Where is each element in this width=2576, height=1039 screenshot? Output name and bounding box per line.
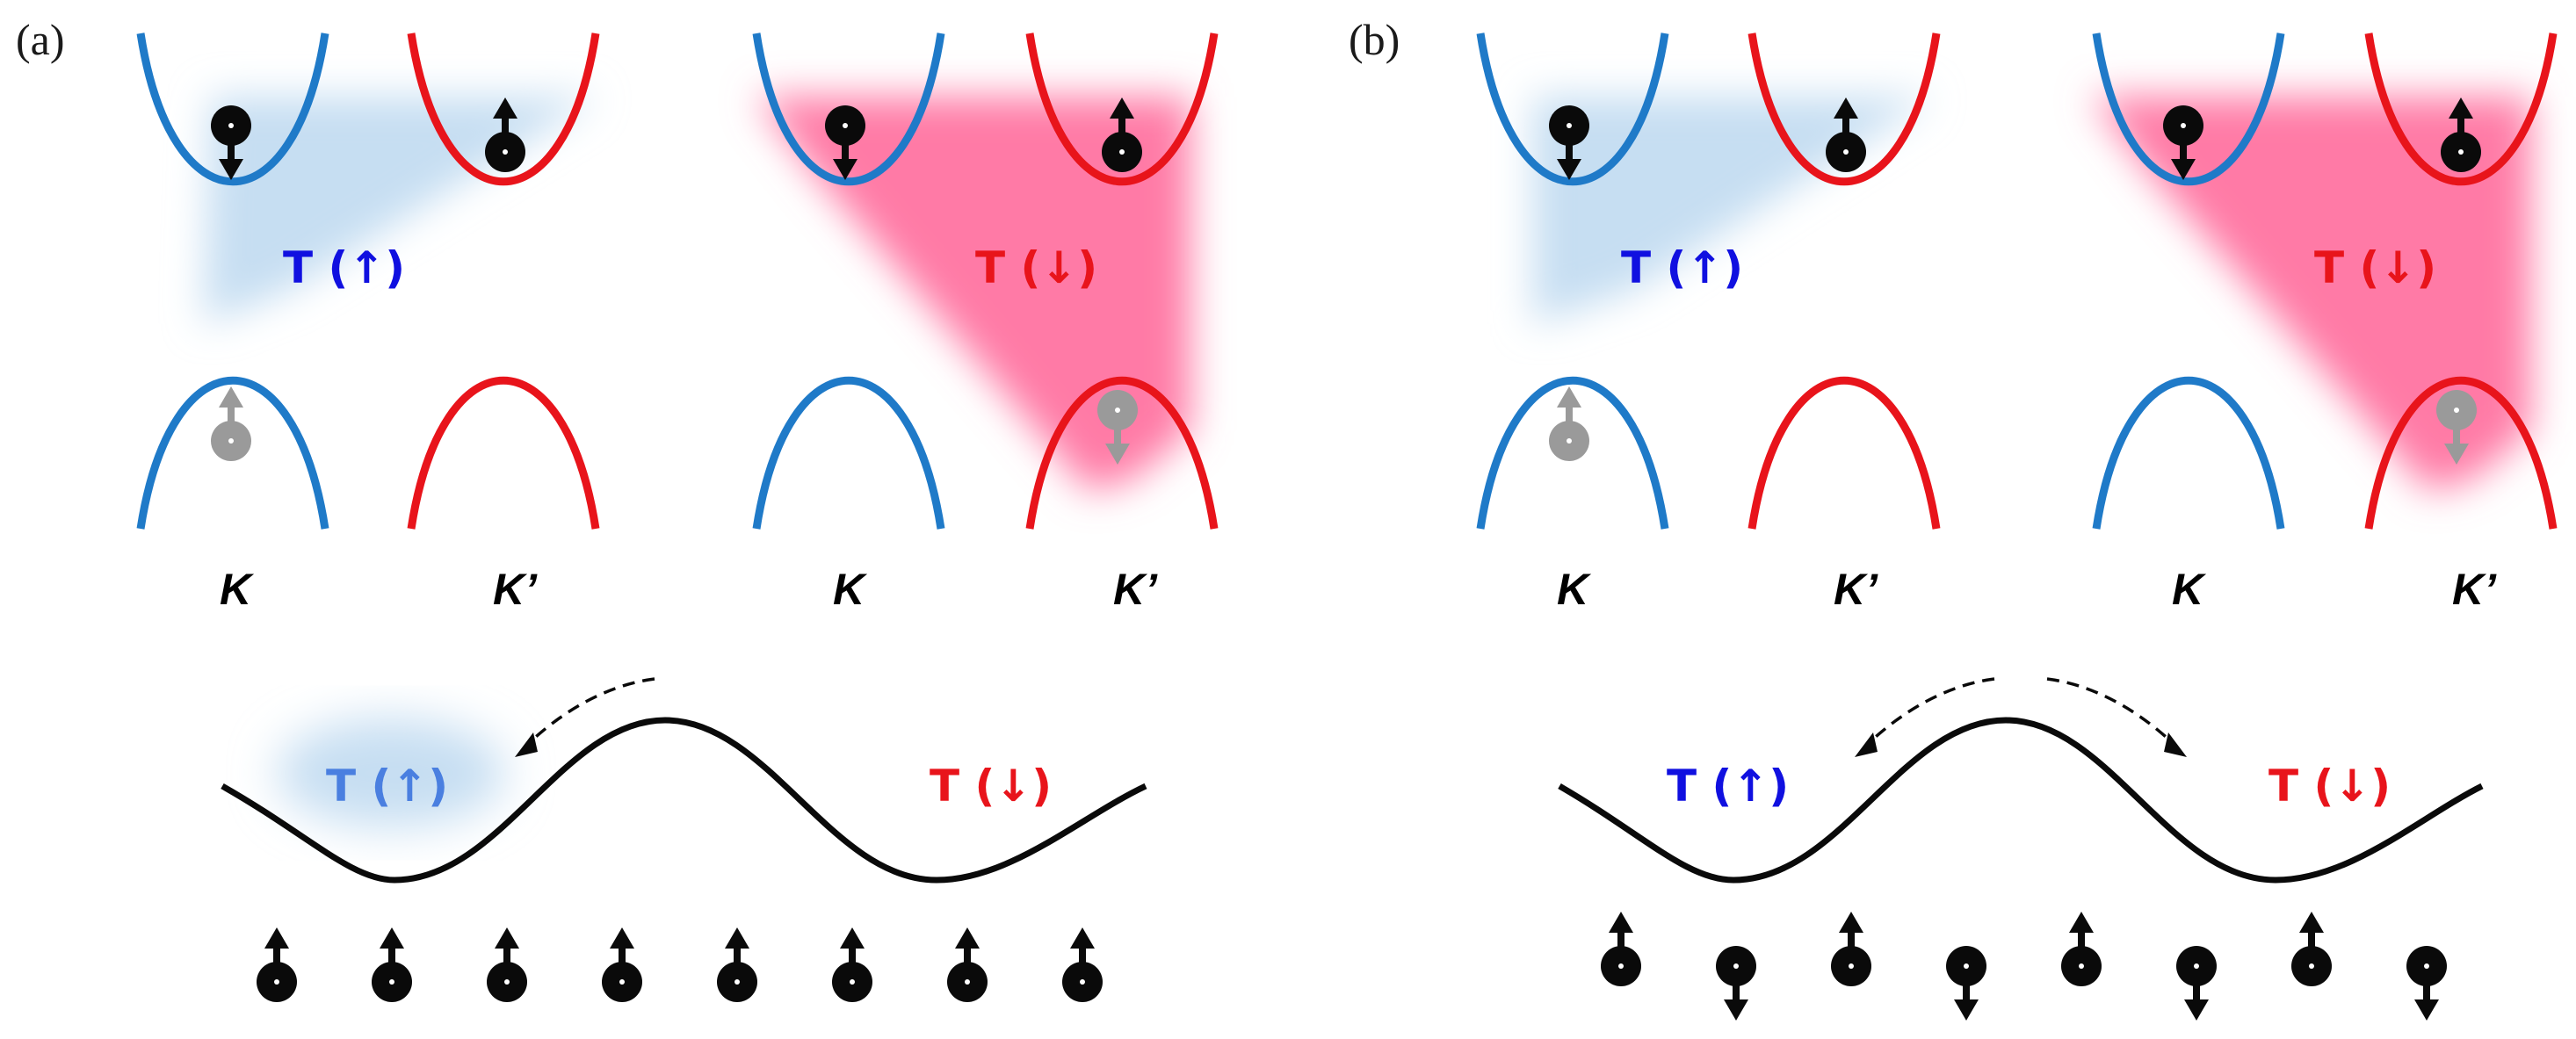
lattice-spin-down-icon (2176, 946, 2217, 1021)
valley-label: K (1557, 565, 1592, 614)
valley-label: K’ (1113, 565, 1158, 614)
wave-triplet-down-label: T (↓) (930, 761, 1052, 812)
valley-label: K’ (2452, 565, 2497, 614)
valence-band-kprime (411, 380, 596, 529)
lattice-spin-down-icon (1716, 946, 1756, 1021)
spin-chain-a (257, 927, 1103, 1002)
valley-label: K (2172, 565, 2207, 614)
triplet-down-shade (756, 97, 1190, 492)
energy-landscape-wave (221, 717, 1147, 884)
valence-band-k (2096, 380, 2281, 529)
valley-label: K (220, 565, 255, 614)
valley-label: K’ (493, 565, 538, 614)
wave-minimum-shade (277, 718, 505, 827)
relaxation-arrow-right-icon (2046, 677, 2176, 747)
relaxation-arrowhead-left-icon (1855, 732, 1878, 757)
lattice-spin-up-icon (257, 927, 297, 1002)
panel-a-label: (a) (16, 15, 65, 64)
valence-band-k (756, 380, 941, 529)
lattice-spin-down-icon (2406, 946, 2447, 1021)
triplet-down-shade (2091, 97, 2530, 492)
relaxation-arrow-icon (525, 677, 655, 747)
lattice-spin-up-icon (602, 927, 642, 1002)
spin-chain-b (1601, 912, 2447, 1021)
triplet-up-label: T (↑) (1621, 242, 1743, 293)
lattice-spin-up-icon (1062, 927, 1103, 1002)
relaxation-arrow-left-icon (1865, 677, 1995, 747)
lattice-spin-down-icon (1946, 946, 1986, 1021)
panel-b-label: (b) (1349, 15, 1400, 64)
hole-spin-up-icon (1549, 386, 1589, 461)
triplet-down-label: T (↓) (2314, 242, 2436, 293)
lattice-spin-up-icon (372, 927, 412, 1002)
lattice-spin-up-icon (717, 927, 757, 1002)
energy-landscape-wave (1558, 717, 2484, 884)
panel-a: (a) T (↑) T (↓) K K’ K K’ T (↑) (16, 15, 1214, 1002)
lattice-spin-up-icon (2291, 912, 2332, 986)
valence-band-kprime (1752, 380, 1936, 529)
wave-triplet-up-label: T (↑) (326, 761, 448, 812)
lattice-spin-up-icon (487, 927, 527, 1002)
relaxation-arrowhead-right-icon (2164, 732, 2187, 757)
wave-triplet-down-label: T (↓) (2268, 761, 2391, 812)
valley-label: K’ (1834, 565, 1878, 614)
lattice-spin-up-icon (832, 927, 872, 1002)
panel-b: (b) T (↑) T (↓) K K’ K K’ T (↑) T (↓) (1349, 15, 2553, 1021)
lattice-spin-up-icon (2061, 912, 2102, 986)
relaxation-arrowhead-icon (515, 732, 538, 757)
lattice-spin-up-icon (1601, 912, 1641, 986)
lattice-spin-up-icon (1831, 912, 1871, 986)
lattice-spin-up-icon (947, 927, 988, 1002)
triplet-down-label: T (↓) (975, 242, 1097, 293)
hole-spin-up-icon (211, 386, 251, 461)
wave-triplet-up-label: T (↑) (1667, 761, 1789, 812)
triplet-up-label: T (↑) (283, 242, 405, 293)
valley-label: K (833, 565, 868, 614)
